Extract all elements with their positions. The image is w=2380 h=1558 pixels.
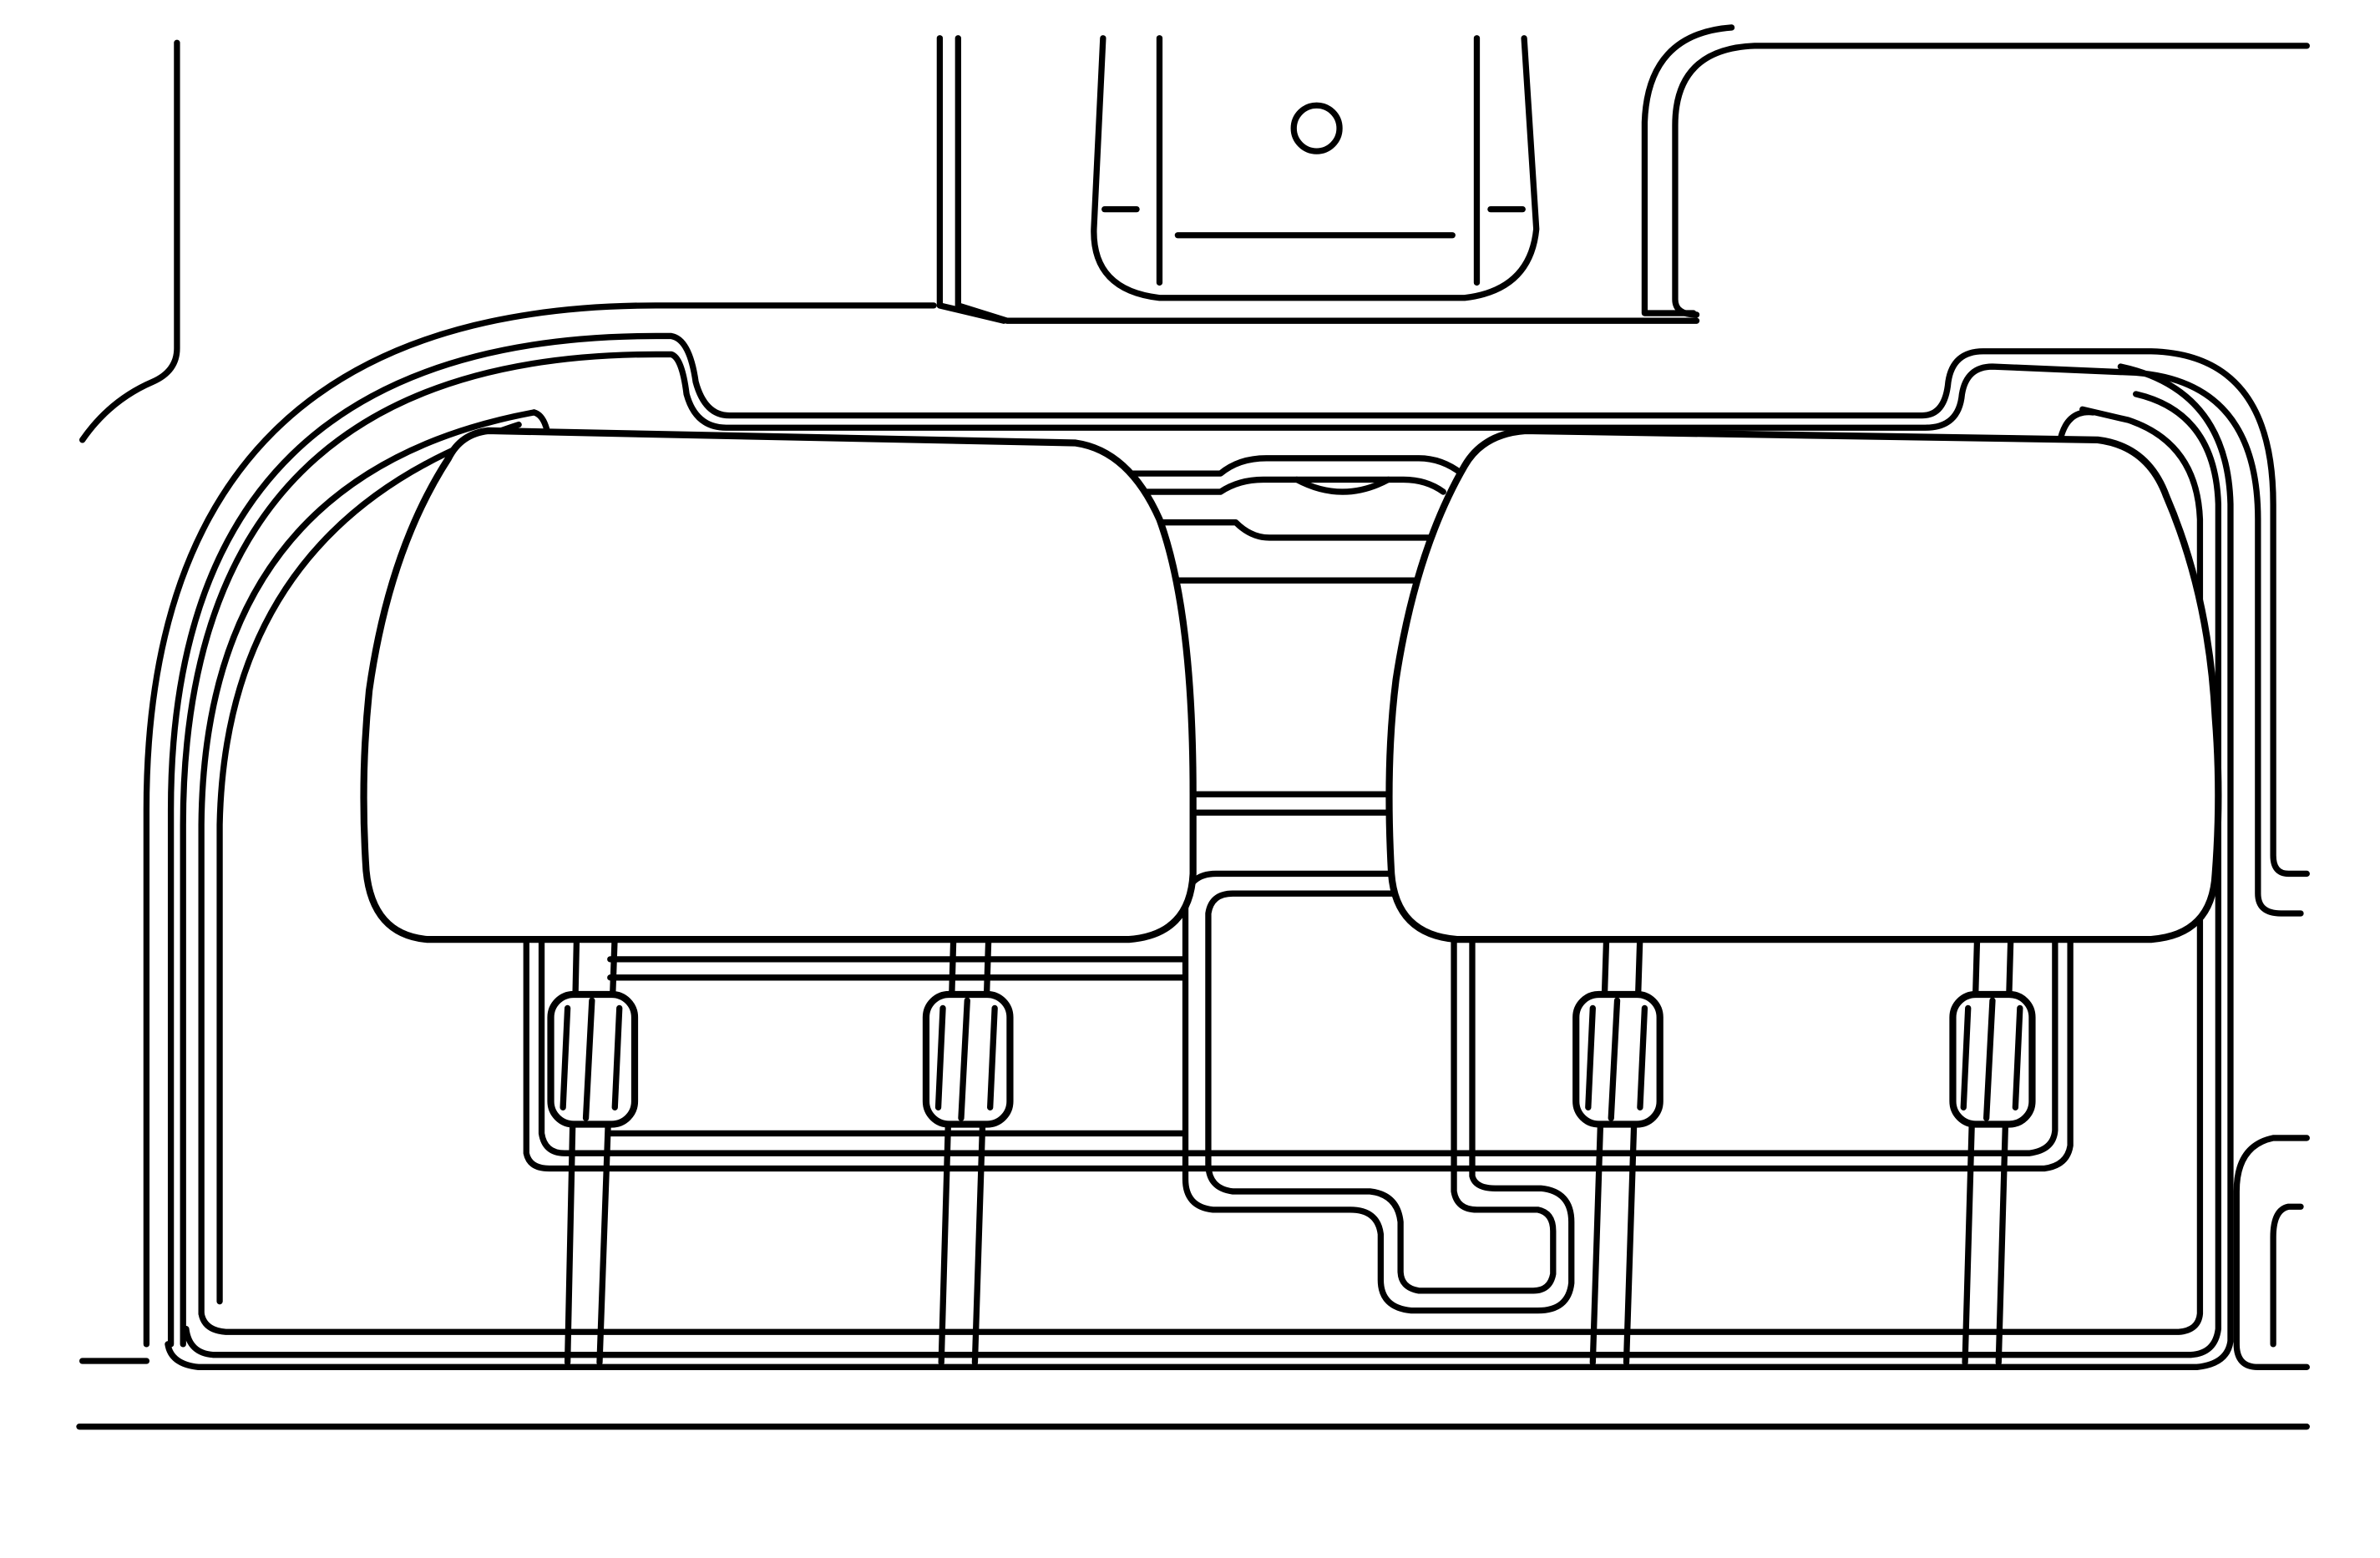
cross-members [1118,455,1465,816]
headrest-right-post-2 [1949,931,2036,1366]
seatback-frame [78,302,2310,1370]
lower-rails [523,870,2074,1314]
headrest-right [1385,427,2222,1366]
upper-trim-panel [78,24,2310,443]
headrest-left-post-2 [922,931,1014,1366]
headrest-left-post-1 [547,931,639,1366]
headrest-right-post-1 [1572,931,1663,1366]
bracket-bolt-hole [1290,102,1343,154]
headrest-right-cushion [1385,427,2222,943]
headrest-left-cushion [360,427,1197,943]
center-bracket [1091,35,1540,301]
headrest-left [360,427,1197,1366]
